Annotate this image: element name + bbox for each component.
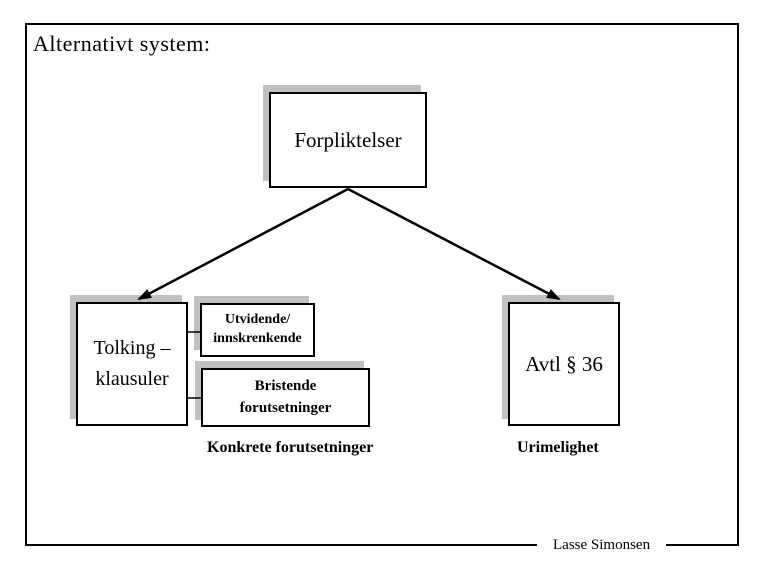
page-title: Alternativt system: [33,31,211,56]
slide-border [25,23,739,546]
box-bristende-line2: forutsetninger [239,399,332,416]
caption-konkrete-forutsetninger: Konkrete forutsetninger [207,439,374,456]
box-tolking-line1: Tolking – [93,337,171,359]
box-forpliktelser-label: Forpliktelser [294,127,402,152]
box-utvidende-line1: Utvidende/ [224,312,291,328]
box-utvidende-innskrenkende: Utvidende/ innskrenkende [200,303,315,357]
box-utvidende-line2: innskrenkende [213,331,302,346]
box-forpliktelser: Forpliktelser [269,92,427,188]
caption-urimelighet: Urimelighet [517,439,599,456]
box-tolking-line2: klausuler [95,368,169,390]
box-tolking-klausuler: Tolking – klausuler [76,302,188,426]
box-bristende-line1: Bristende [254,377,317,394]
attribution-label: Lasse Simonsen [537,536,667,554]
box-bristende-forutsetninger: Bristende forutsetninger [201,368,370,427]
box-avtl-label: Avtl § 36 [525,351,603,376]
box-avtl-36: Avtl § 36 [508,302,620,426]
